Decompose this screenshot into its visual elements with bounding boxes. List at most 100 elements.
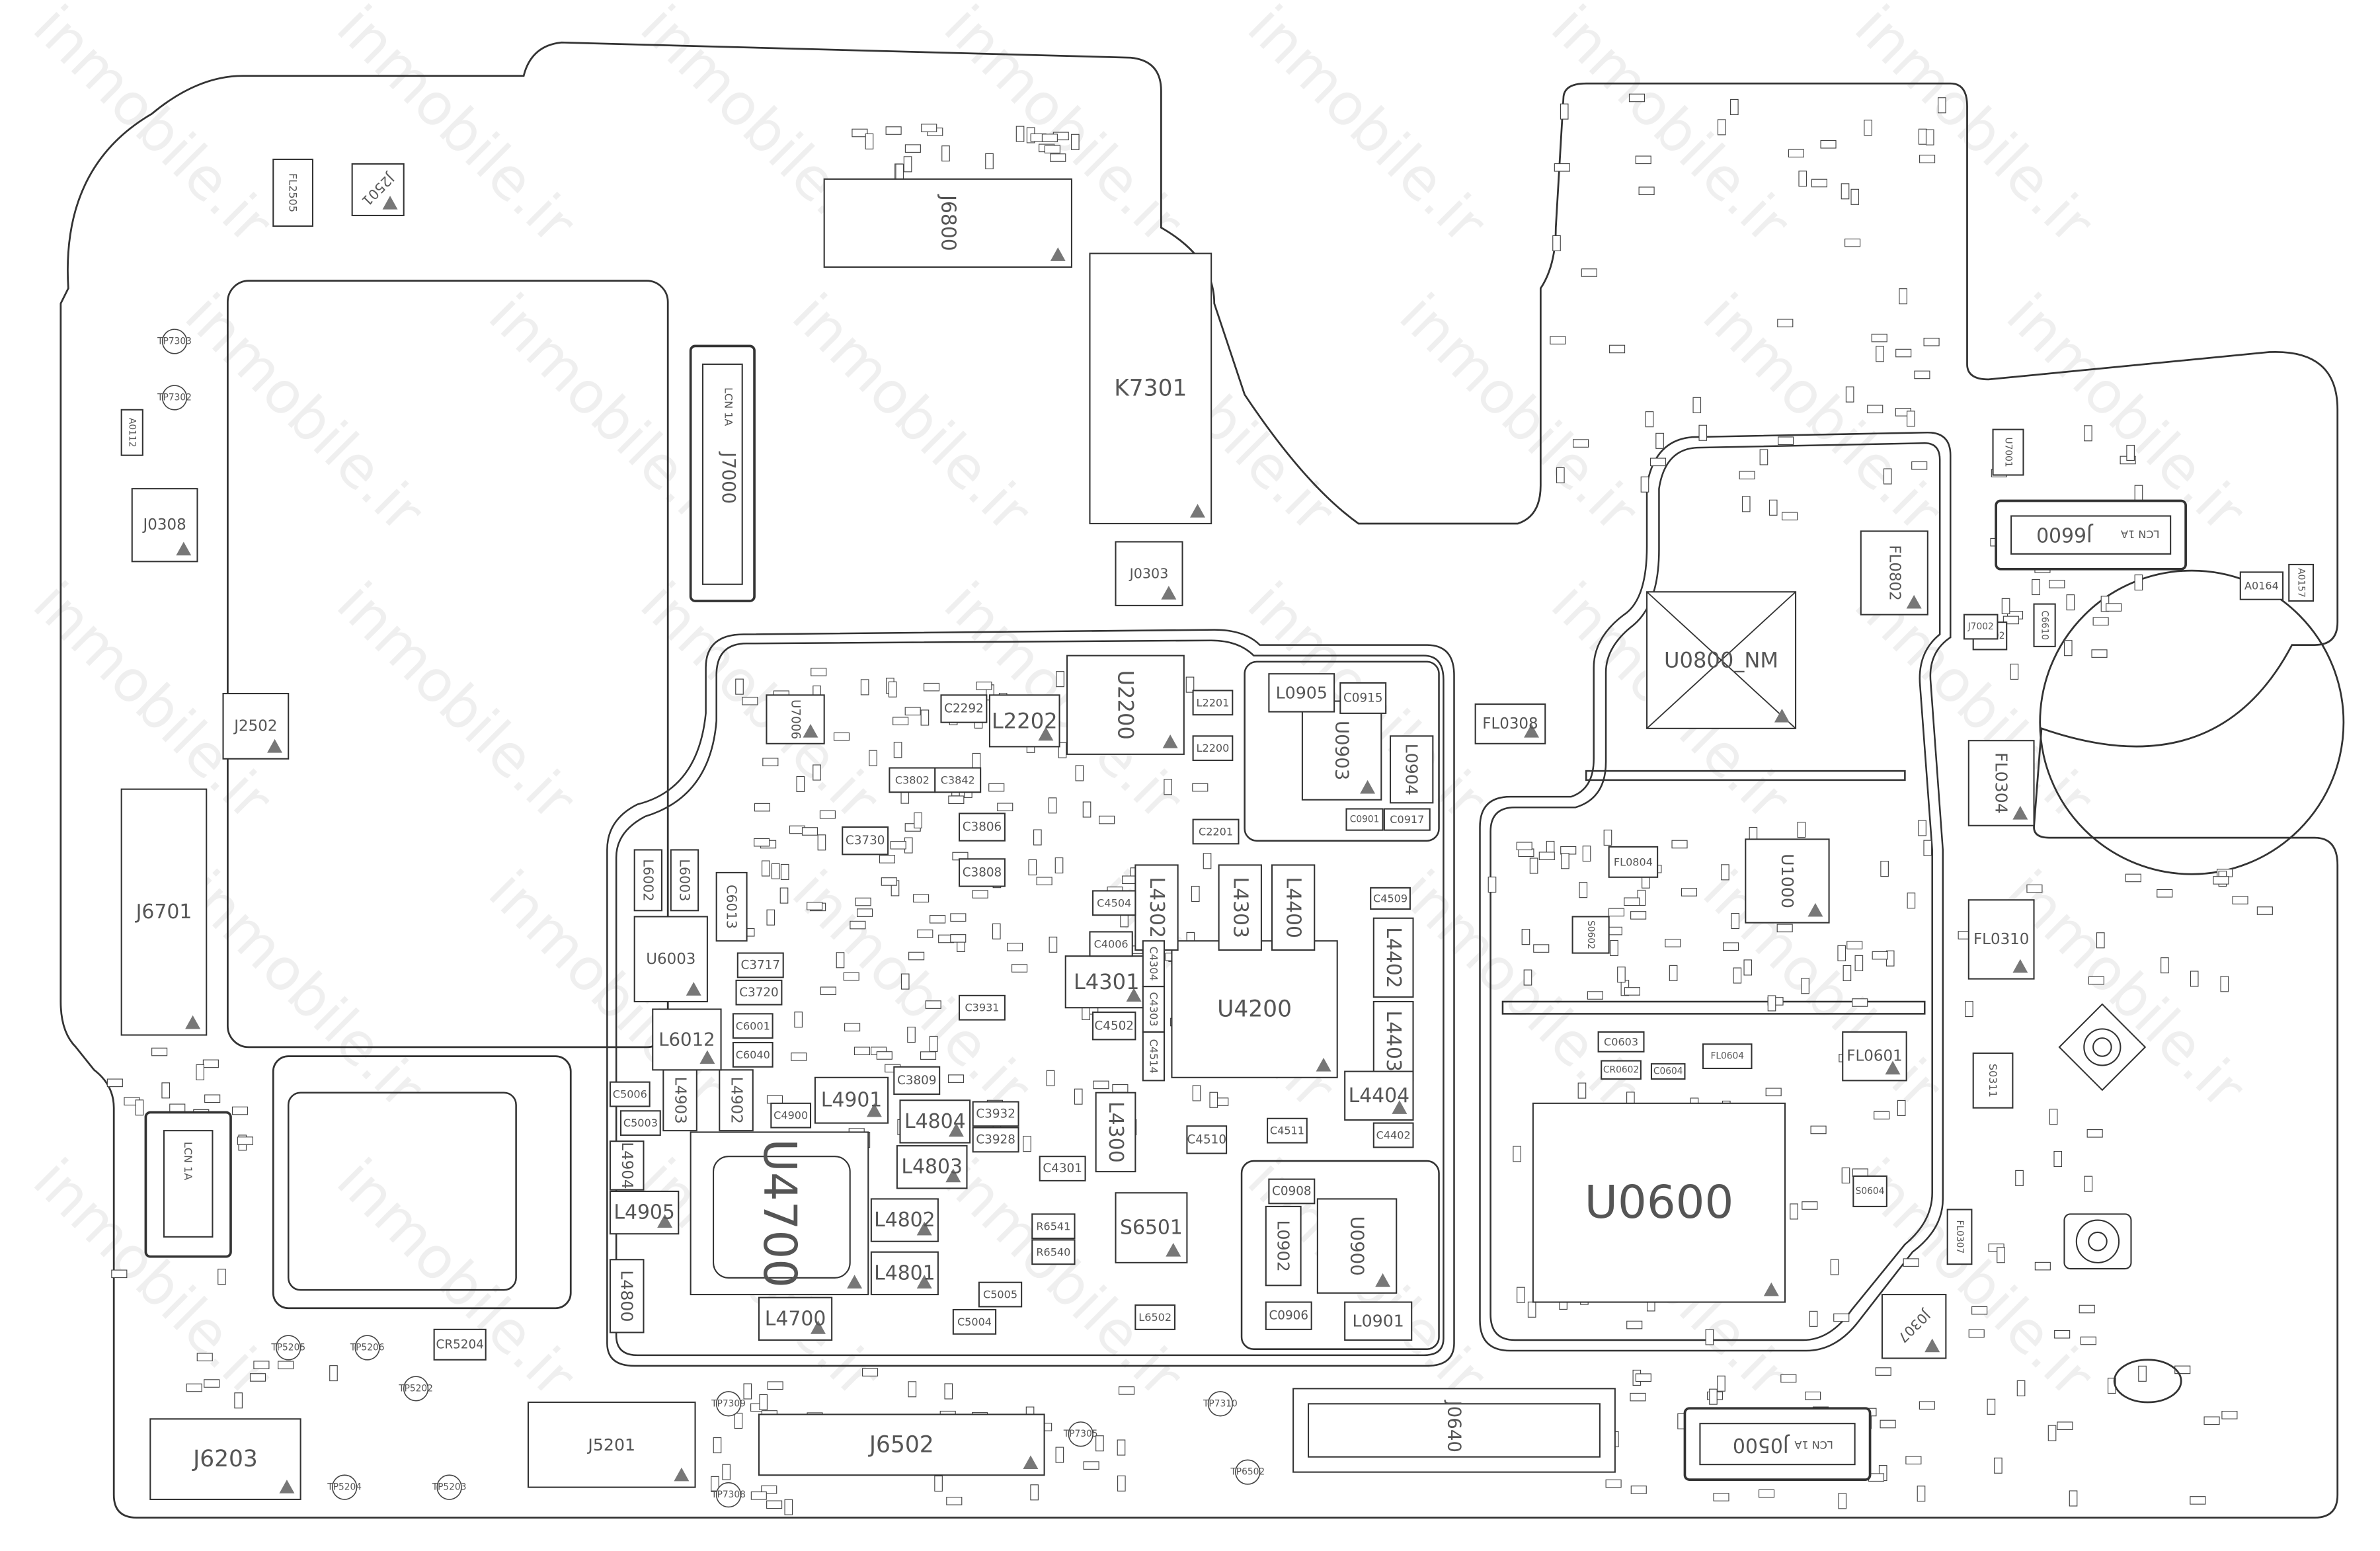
component-c3931[interactable]: C3931 bbox=[958, 994, 1006, 1021]
connector-left-battery[interactable]: LCN 1A bbox=[144, 1111, 232, 1258]
component-l6003[interactable]: L6003 bbox=[670, 849, 699, 912]
component-l4803[interactable]: L4803 bbox=[896, 1145, 968, 1189]
component-c6001[interactable]: C6001 bbox=[732, 1013, 774, 1039]
component-c4006[interactable]: C4006 bbox=[1089, 931, 1133, 957]
component-j5201[interactable]: J5201 bbox=[527, 1402, 696, 1488]
component-l6502[interactable]: L6502 bbox=[1134, 1304, 1176, 1330]
component-l4901[interactable]: L4901 bbox=[814, 1076, 889, 1124]
component-l4804[interactable]: L4804 bbox=[899, 1099, 971, 1144]
connector-j6600[interactable]: J6600 LCN 1A bbox=[1995, 499, 2187, 571]
component-l0904[interactable]: L0904 bbox=[1390, 735, 1434, 804]
component-j2501[interactable]: J2501 bbox=[351, 163, 405, 216]
component-c0603[interactable]: C0603 bbox=[1597, 1031, 1645, 1053]
component-c4510[interactable]: C4510 bbox=[1186, 1125, 1228, 1154]
component-c5003[interactable]: C5003 bbox=[619, 1110, 661, 1136]
component-j0308[interactable]: J0308 bbox=[131, 488, 198, 563]
connector-j0500[interactable]: J0500 LCN 1A bbox=[1683, 1407, 1872, 1481]
component-fl0601[interactable]: FL0601 bbox=[1842, 1031, 1907, 1082]
component-l0901[interactable]: L0901 bbox=[1344, 1301, 1413, 1341]
component-l4904[interactable]: L4904 bbox=[609, 1140, 645, 1191]
component-j7002[interactable]: J7002 bbox=[1963, 614, 1999, 640]
component-c3928[interactable]: C3928 bbox=[972, 1127, 1019, 1153]
component-l0901b[interactable]: C0901 bbox=[1345, 808, 1384, 831]
component-c5004[interactable]: C5004 bbox=[952, 1308, 997, 1335]
component-c4301[interactable]: C4301 bbox=[1039, 1156, 1086, 1181]
connector-j7000[interactable]: LCN 1A J7000 bbox=[689, 344, 756, 602]
component-c0604[interactable]: C0604 bbox=[1650, 1063, 1686, 1080]
component-l4300[interactable]: L4300 bbox=[1095, 1092, 1136, 1173]
component-fl0604[interactable]: FL0604 bbox=[1702, 1043, 1753, 1070]
component-s0311[interactable]: S0311 bbox=[1972, 1053, 2014, 1109]
component-c3842[interactable]: C3842 bbox=[934, 767, 982, 793]
component-c0917[interactable]: C0917 bbox=[1383, 808, 1431, 831]
component-r6541[interactable]: R6541 bbox=[1031, 1213, 1076, 1240]
component-j0303[interactable]: J0303 bbox=[1115, 541, 1183, 606]
test-point-tp7308[interactable]: TP7308 bbox=[711, 1482, 746, 1508]
test-point-tp7309[interactable]: TP7309 bbox=[711, 1391, 746, 1417]
component-l4400[interactable]: L4400 bbox=[1271, 864, 1316, 951]
component-j2502[interactable]: J2502 bbox=[222, 693, 290, 760]
component-l4301[interactable]: L4301 bbox=[1064, 955, 1148, 1009]
component-c2292[interactable]: C2292 bbox=[940, 694, 988, 723]
component-fl0304[interactable]: FL0304 bbox=[1967, 740, 2035, 826]
component-s0602[interactable]: S0602 bbox=[1571, 916, 1610, 954]
component-c2201[interactable]: C2201 bbox=[1192, 818, 1240, 845]
component-u4700[interactable]: U4700 bbox=[690, 1131, 869, 1296]
component-a0157[interactable]: A0157 bbox=[2288, 563, 2315, 602]
component-l0902[interactable]: L0902 bbox=[1265, 1205, 1302, 1287]
component-fl0804[interactable]: FL0804 bbox=[1608, 846, 1659, 878]
component-l0905[interactable]: L0905 bbox=[1268, 673, 1335, 713]
test-point-tp5205[interactable]: TP5205 bbox=[270, 1335, 305, 1361]
component-c3806[interactable]: C3806 bbox=[958, 813, 1006, 842]
component-l4905[interactable]: L4905 bbox=[609, 1190, 680, 1235]
test-point-tp6502[interactable]: TP6502 bbox=[1230, 1459, 1265, 1485]
component-l4801[interactable]: L4801 bbox=[870, 1251, 939, 1296]
component-u7001[interactable]: U7001 bbox=[1992, 428, 2024, 476]
component-u6003[interactable]: U6003 bbox=[633, 916, 708, 1003]
component-j6800[interactable]: J6800 bbox=[823, 178, 1072, 268]
component-c3802[interactable]: C3802 bbox=[889, 767, 936, 793]
component-c0908[interactable]: C0908 bbox=[1268, 1178, 1316, 1205]
component-l4903[interactable]: L4903 bbox=[662, 1069, 697, 1132]
component-c4502[interactable]: C4502 bbox=[1092, 1012, 1136, 1041]
component-c5006[interactable]: C5006 bbox=[609, 1081, 651, 1107]
test-point-tp7305[interactable]: TP7305 bbox=[1063, 1421, 1098, 1447]
component-l6002[interactable]: L6002 bbox=[633, 849, 663, 912]
component-c3717[interactable]: C3717 bbox=[736, 952, 784, 978]
component-c3720[interactable]: C3720 bbox=[735, 979, 783, 1006]
component-fl0308[interactable]: FL0308 bbox=[1474, 703, 1546, 744]
component-fl0310[interactable]: FL0310 bbox=[1967, 899, 2035, 980]
component-c6610[interactable]: C6610 bbox=[2033, 603, 2056, 647]
component-c4514[interactable]: C4514 bbox=[1142, 1031, 1166, 1082]
component-l2202[interactable]: L2202 bbox=[988, 694, 1060, 748]
component-c3932[interactable]: C3932 bbox=[972, 1101, 1019, 1127]
component-c6040[interactable]: C6040 bbox=[732, 1041, 774, 1068]
component-fl0802[interactable]: FL0802 bbox=[1860, 530, 1928, 616]
connector-j0640[interactable]: J0640 bbox=[1292, 1388, 1616, 1473]
component-l2200[interactable]: L2200 bbox=[1192, 735, 1234, 762]
component-c3808[interactable]: C3808 bbox=[958, 858, 1006, 887]
component-c4504[interactable]: C4504 bbox=[1092, 890, 1136, 916]
component-c6013[interactable]: C6013 bbox=[715, 871, 748, 942]
component-c4303[interactable]: C4303 bbox=[1142, 986, 1166, 1033]
component-l4800[interactable]: L4800 bbox=[609, 1259, 645, 1333]
component-l6012[interactable]: L6012 bbox=[652, 1008, 722, 1071]
component-u4200[interactable]: U4200 bbox=[1171, 940, 1338, 1078]
component-cr5204[interactable]: CR5204 bbox=[433, 1328, 487, 1361]
test-point-tp7303[interactable]: TP7303 bbox=[157, 329, 192, 354]
test-point-tp5203[interactable]: TP5203 bbox=[432, 1474, 467, 1500]
component-a0164[interactable]: A0164 bbox=[2239, 571, 2284, 600]
component-l4404[interactable]: L4404 bbox=[1344, 1070, 1414, 1121]
test-point-tp7302[interactable]: TP7302 bbox=[157, 385, 192, 411]
component-u1000[interactable]: U1000 bbox=[1745, 838, 1830, 924]
test-point-tp5206[interactable]: TP5206 bbox=[350, 1335, 385, 1361]
component-l4403[interactable]: L4403 bbox=[1372, 1000, 1414, 1082]
component-c4402[interactable]: C4402 bbox=[1372, 1122, 1414, 1148]
component-r6540[interactable]: R6540 bbox=[1031, 1239, 1076, 1265]
component-a0112[interactable]: A0112 bbox=[120, 409, 143, 456]
component-c4509[interactable]: C4509 bbox=[1370, 887, 1411, 910]
test-point-tp7310[interactable]: TP7310 bbox=[1203, 1391, 1238, 1417]
component-u2200[interactable]: U2200 bbox=[1066, 655, 1185, 755]
test-point-tp5202[interactable]: TP5202 bbox=[398, 1376, 433, 1402]
component-cr0602[interactable]: CR0602 bbox=[1601, 1060, 1642, 1080]
